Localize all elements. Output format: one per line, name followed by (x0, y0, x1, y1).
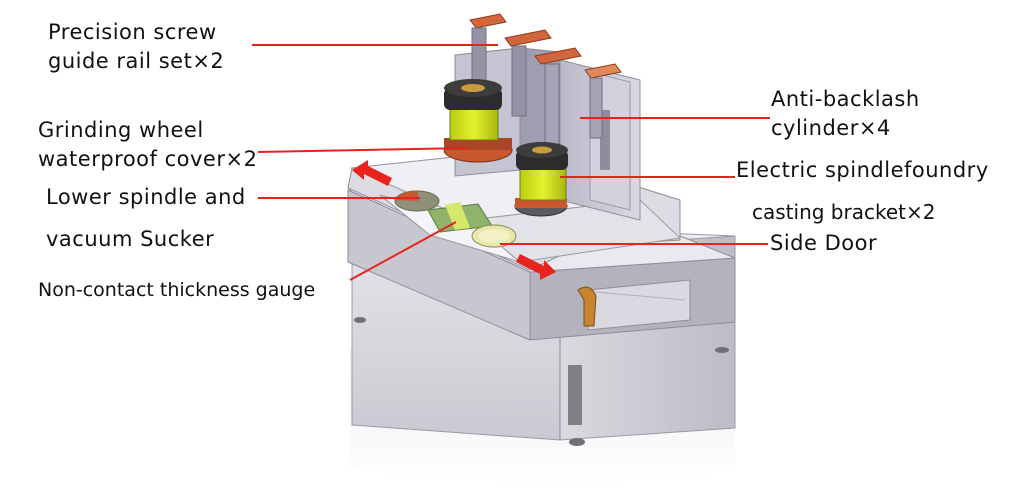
chuck-tables (394, 190, 517, 248)
leader-thickness-gauge (349, 221, 457, 281)
motion-arrows (352, 160, 556, 280)
label-lower-spindle-1: Lower spindle and (46, 185, 246, 209)
brass-latch (577, 286, 597, 327)
label-grinding-wheel-1: Grinding wheel (38, 118, 204, 142)
label-lower-spindle-2: vacuum Sucker (46, 227, 215, 251)
leader-lines (252, 44, 770, 281)
label-anti-backlash-2: cylinder×4 (771, 116, 891, 140)
label-grinding-wheel-2: waterproof cover×2 (38, 147, 258, 171)
spindle-left (443, 79, 513, 163)
leader-grinding-wheel (257, 147, 469, 153)
label-thickness-gauge: Non-contact thickness gauge (38, 279, 316, 301)
spindle-right (514, 142, 568, 217)
label-anti-backlash-1: Anti-backlash (771, 87, 920, 111)
label-side-door: Side Door (770, 231, 878, 255)
label-electric-spindle-2: casting bracket×2 (752, 200, 936, 224)
label-precision-screw-1: Precision screw (48, 20, 217, 44)
label-precision-screw-2: guide rail set×2 (48, 49, 225, 73)
label-electric-spindle-1: Electric spindlefoundry (736, 158, 989, 182)
